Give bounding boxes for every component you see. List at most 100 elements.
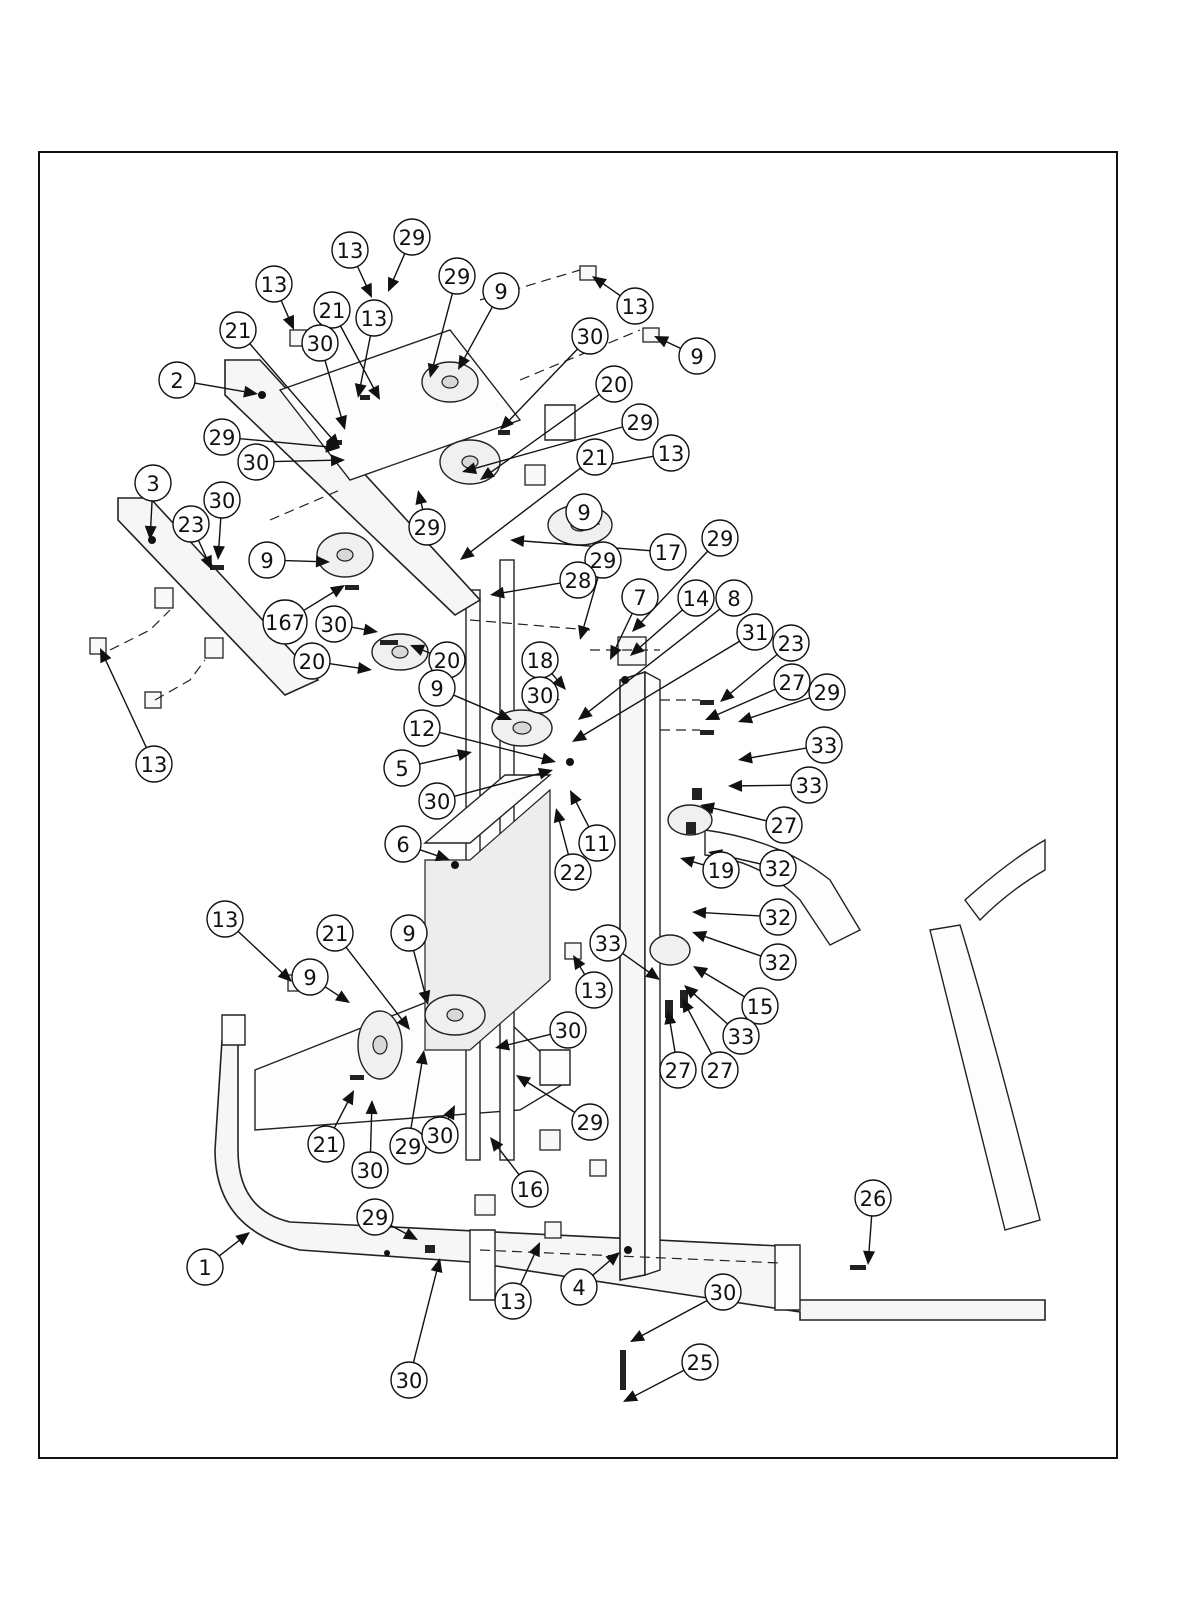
callout-label: 29 [362, 1206, 389, 1230]
part-callout: 5 [384, 750, 420, 786]
callout-label: 29 [444, 265, 471, 289]
leader-arrowhead [623, 1390, 638, 1402]
leader-line [710, 807, 767, 821]
leader-arrowhead [510, 535, 524, 547]
leader-arrowhead [630, 1330, 645, 1342]
callout-label: 29 [414, 516, 441, 540]
callout-label: 9 [690, 345, 703, 369]
part-callout: 13 [653, 435, 689, 471]
part-callout: 31 [737, 614, 773, 650]
part-callout: 13 [332, 232, 368, 268]
leader-arrowhead [335, 990, 350, 1003]
callout-label: 13 [212, 908, 239, 932]
part-callout: 14 [678, 580, 714, 616]
leader-arrowhead [490, 587, 505, 599]
callout-label: 167 [265, 611, 305, 635]
part-callout: 13 [495, 1283, 531, 1319]
callout-label: 29 [395, 1135, 422, 1159]
callout-label: 27 [771, 814, 798, 838]
leader-arrowhead [460, 547, 475, 560]
leader-arrowhead [330, 585, 345, 597]
leader-arrowhead [578, 625, 590, 640]
callout-label: 9 [402, 922, 415, 946]
leader-arrowhead [235, 1232, 250, 1245]
part-callout: 23 [773, 625, 809, 661]
callout-label: 33 [811, 734, 838, 758]
callout-label: 17 [655, 541, 682, 565]
leader-arrowhead [692, 931, 707, 942]
part-callout: 13 [356, 300, 392, 336]
part-callout: 21 [577, 439, 613, 475]
part-callout: 13 [207, 901, 243, 937]
part-callout: 30 [419, 783, 455, 819]
callout-label: 13 [337, 239, 364, 263]
callout-label: 25 [687, 1351, 714, 1375]
callout-label: 30 [209, 489, 236, 513]
leader-line [639, 1301, 707, 1338]
lower-crossmember-end [540, 1050, 570, 1085]
part-callout: 20 [596, 366, 632, 402]
callout-label: 9 [494, 280, 507, 304]
part-callout: 32 [760, 850, 796, 886]
part-callout: 33 [723, 1018, 759, 1054]
part-callout: 30 [352, 1152, 388, 1188]
part-callout: 8 [716, 580, 752, 616]
leader-arrowhead [435, 850, 450, 861]
upright-column [620, 672, 645, 1280]
part-callout: 7 [622, 579, 658, 615]
part-callout: 29 [572, 1104, 608, 1140]
callout-label: 9 [577, 501, 590, 525]
callout-label: 3 [146, 472, 159, 496]
part-callout: 9 [419, 670, 455, 706]
callout-label: 33 [728, 1025, 755, 1049]
leader-line [670, 1020, 675, 1052]
lower-crossmember [255, 985, 570, 1130]
part-callout: 32 [760, 899, 796, 935]
part-callout: 21 [220, 312, 256, 348]
part-callout: 167 [263, 600, 307, 644]
part-callout: 29 [390, 1128, 426, 1164]
callout-label: 26 [860, 1187, 887, 1211]
part-callout: 12 [404, 710, 440, 746]
leader-arrowhead [213, 546, 225, 560]
part-callout: 1 [187, 1249, 223, 1285]
part-callout: 9 [679, 338, 715, 374]
leader-line [420, 754, 463, 764]
callout-label: 18 [527, 649, 554, 673]
part-callout: 19 [703, 852, 739, 888]
leader-line [747, 698, 809, 719]
part-callout: 27 [766, 807, 802, 843]
part-callout: 18 [522, 642, 558, 678]
part-callout: 9 [566, 494, 602, 530]
part-callout: 27 [702, 1052, 738, 1088]
callout-label: 29 [577, 1111, 604, 1135]
callout-label: 30 [396, 1369, 423, 1393]
callout-label: 9 [260, 549, 273, 573]
callout-label: 21 [313, 1133, 340, 1157]
leader-arrowhead [720, 688, 735, 702]
leader-arrowhead [863, 1251, 875, 1265]
callout-label: 13 [261, 273, 288, 297]
callout-label: 30 [424, 790, 451, 814]
callout-label: 13 [500, 1290, 527, 1314]
part-callout: 30 [705, 1274, 741, 1310]
part-callout: 30 [422, 1117, 458, 1153]
callout-label: 23 [778, 632, 805, 656]
callout-label: 30 [527, 684, 554, 708]
leader-line [738, 785, 791, 786]
part-callout: 30 [391, 1362, 427, 1398]
part-callout: 9 [483, 273, 519, 309]
callout-label: 29 [590, 549, 617, 573]
part-callout: 13 [576, 972, 612, 1008]
part-callout: 29 [394, 219, 430, 255]
part-callout: 2 [159, 362, 195, 398]
callout-label: 31 [742, 621, 769, 645]
leader-line [559, 818, 569, 855]
part-callout: 9 [391, 915, 427, 951]
leader-line [632, 1370, 684, 1397]
part-callout: 26 [855, 1180, 891, 1216]
part-callout: 9 [292, 959, 328, 995]
leader-line [330, 664, 362, 669]
leader-line [219, 1238, 242, 1256]
part-callout: 9 [249, 542, 285, 578]
